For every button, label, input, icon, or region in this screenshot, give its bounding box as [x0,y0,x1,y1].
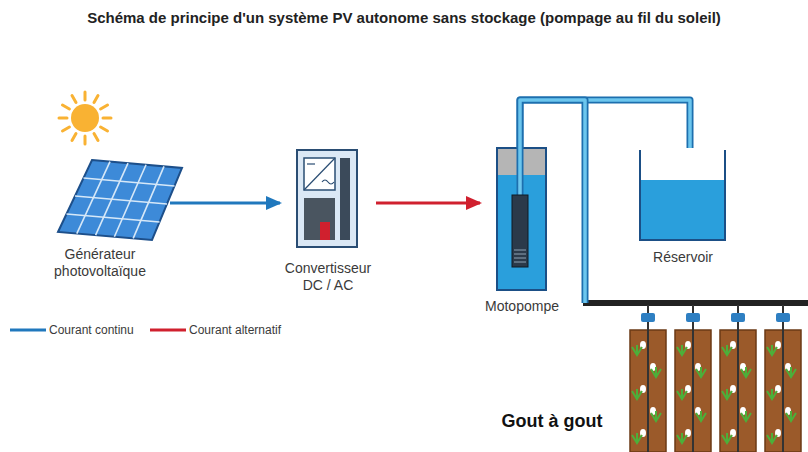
legend-line [10,325,46,335]
legend-label: Courant alternatif [189,323,281,337]
sun-ray [62,105,69,109]
legend-line [150,325,186,335]
plant [786,367,796,377]
pipe-wall [520,100,585,303]
plant [651,367,661,377]
plant [632,433,642,443]
arrow-line [170,202,280,205]
legend-item: Courant continu [10,322,134,338]
plant [632,389,642,399]
plant [767,345,777,355]
plant [651,411,661,421]
legend-item: Courant alternatif [150,322,281,338]
cell-line [75,196,167,204]
legend-sample [10,329,46,332]
sun-ray [101,127,108,131]
node-label: Gout à gout [497,410,607,432]
plant [767,389,777,399]
pv-generator: Générateur photovoltaïque [30,90,170,295]
plant [677,433,687,443]
legend-label: Courant continu [49,323,134,337]
valve [731,313,745,322]
sun-ray [101,105,108,109]
node-label: Convertisseur DC / AC [280,260,376,294]
sun-ray [94,134,98,141]
drip-irrigation [583,303,808,452]
pipe-wall [520,100,690,148]
cell-line [67,214,160,222]
plant [741,411,751,421]
plant [722,433,732,443]
plant [696,411,706,421]
water-pipe [520,100,585,303]
converter-icon [297,150,357,247]
legend-sample [150,329,186,332]
sun-ray [72,134,76,141]
reservoir-tank [640,150,725,240]
reservoir: Réservoir [628,148,738,273]
sun-ray [94,95,98,102]
motor-pump: Motopompe [480,148,564,320]
arrow-line [376,202,480,205]
plant [741,367,751,377]
valve [686,313,700,322]
converter: Convertisseur DC / AC [280,148,376,298]
pipe-water [520,100,585,303]
drip-stem [737,305,739,452]
pv-panel [58,160,182,240]
sun-ray [59,117,67,120]
sun-ray [72,95,76,102]
node-label: Générateur photovoltaïque [40,246,160,280]
plant [677,345,687,355]
pump-well [497,148,546,290]
drip-stem [692,305,694,452]
drip-stem [647,305,649,452]
valve [641,313,655,322]
node-label: Motopompe [480,298,564,315]
plant [722,345,732,355]
sun-icon [59,92,111,144]
plant [632,345,642,355]
title: Schéma de principe d'un système PV auton… [0,9,808,26]
water-pipe [520,100,690,148]
pipe-water [520,100,690,148]
current-arrow [170,203,280,204]
plant [722,389,732,399]
plant [767,433,777,443]
plant [786,411,796,421]
plant [696,367,706,377]
drip-stem [782,305,784,452]
cell-line [84,178,175,186]
node-label: Réservoir [628,249,738,266]
drip-irrigation: Gout à gout [585,297,808,452]
current-arrow [376,203,480,204]
sun-ray [84,92,87,100]
plant [677,389,687,399]
sun-ray [84,136,87,144]
valve [776,313,790,322]
sun-ray [62,127,69,131]
sun-ray [103,117,111,120]
